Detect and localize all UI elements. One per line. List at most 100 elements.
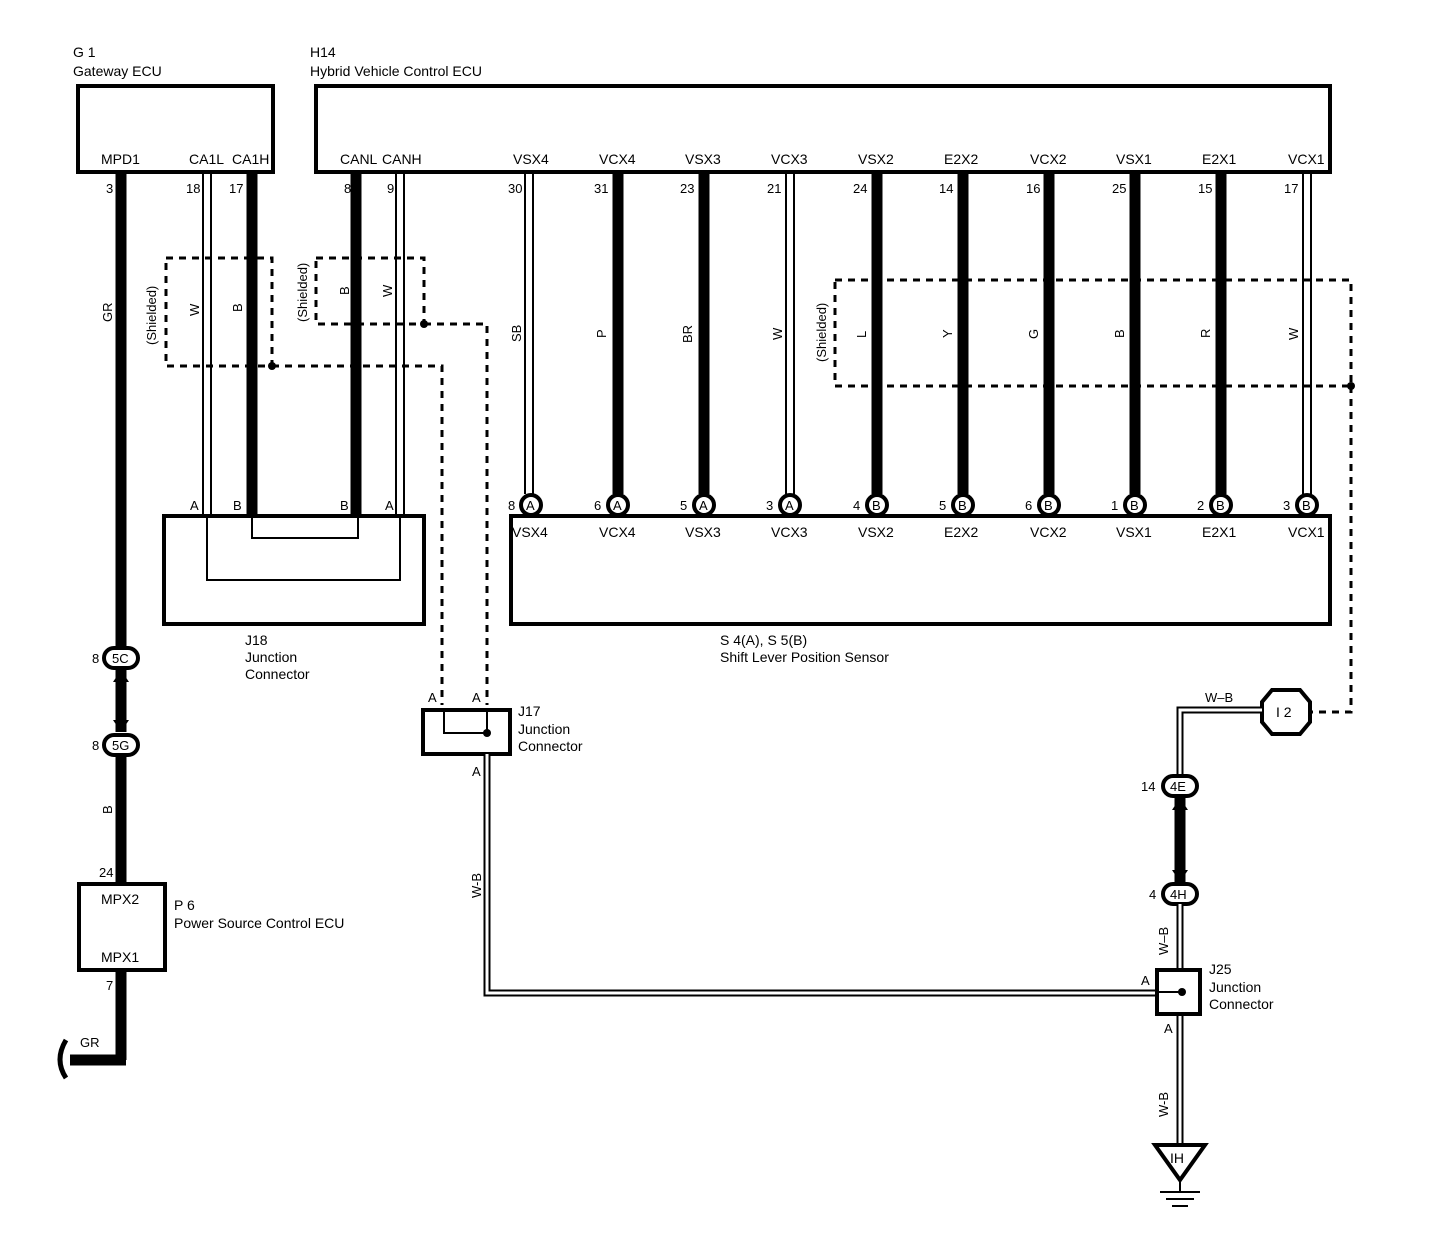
svg-text:A: A — [385, 498, 394, 513]
j25-junction-connector: A A J25 Junction Connector — [1141, 961, 1274, 1036]
svg-text:CANH: CANH — [382, 151, 422, 167]
inline-connector-4h: 4H 4 — [1149, 882, 1199, 906]
svg-text:W–B: W–B — [1205, 690, 1233, 705]
svg-text:6: 6 — [1025, 498, 1032, 513]
svg-text:VCX1: VCX1 — [1288, 151, 1325, 167]
svg-text:E2X1: E2X1 — [1202, 524, 1236, 540]
svg-text:Power Source Control ECU: Power Source Control ECU — [174, 915, 344, 931]
svg-text:A: A — [526, 498, 535, 513]
svg-text:Y: Y — [940, 329, 955, 338]
svg-text:A: A — [1141, 973, 1150, 988]
inline-connector-4e: 4E 14 — [1141, 774, 1199, 798]
svg-text:4H: 4H — [1170, 887, 1187, 902]
svg-text:A: A — [190, 498, 199, 513]
j17-junction-connector: A A A J17 Junction Connector — [421, 690, 583, 779]
svg-text:Junction: Junction — [245, 649, 297, 665]
ground-point-i2: I 2 — [1260, 688, 1312, 736]
svg-text:9: 9 — [387, 181, 394, 196]
g1-code: G 1 — [73, 44, 96, 60]
svg-text:B: B — [340, 498, 349, 513]
svg-text:5: 5 — [939, 498, 946, 513]
shift-lever-position-sensor: S 4(A), S 5(B) Shift Lever Position Sens… — [509, 514, 1332, 665]
inline-connector-5c: 5C 8 — [92, 646, 140, 670]
svg-text:B: B — [958, 498, 967, 513]
svg-text:(Shielded): (Shielded) — [295, 263, 310, 322]
svg-text:J17: J17 — [518, 703, 541, 719]
j18-junction-connector: A B B A J18 Junction Connector — [162, 498, 426, 682]
svg-text:CANL: CANL — [340, 151, 378, 167]
svg-text:Shift Lever Position Sensor: Shift Lever Position Sensor — [720, 649, 889, 665]
svg-text:VSX3: VSX3 — [685, 151, 721, 167]
g1-wires — [115, 172, 258, 648]
svg-text:BR: BR — [680, 325, 695, 343]
svg-text:VCX4: VCX4 — [599, 151, 636, 167]
svg-text:W-B: W-B — [1156, 1092, 1171, 1117]
svg-text:16: 16 — [1026, 181, 1040, 196]
ground-point-ih: IH — [1151, 1143, 1209, 1207]
svg-text:VSX1: VSX1 — [1116, 524, 1152, 540]
svg-text:A: A — [785, 498, 794, 513]
ground-wire-j17-j25: W-B — [469, 754, 1157, 997]
svg-text:3: 3 — [766, 498, 773, 513]
svg-text:5C: 5C — [112, 651, 129, 666]
shield-labels: (Shielded) (Shielded) (Shielded) — [144, 263, 829, 362]
svg-text:S 4(A), S 5(B): S 4(A), S 5(B) — [720, 632, 807, 648]
svg-text:E2X2: E2X2 — [944, 524, 978, 540]
svg-text:A: A — [428, 690, 437, 705]
h14-name: Hybrid Vehicle Control ECU — [310, 63, 482, 79]
svg-text:VCX3: VCX3 — [771, 151, 808, 167]
sensor-connector-pins: A A A A B B B B B B 8 6 5 3 4 5 6 1 2 3 — [508, 493, 1319, 517]
svg-text:MPX2: MPX2 — [101, 891, 139, 907]
svg-text:VCX1: VCX1 — [1288, 524, 1325, 540]
svg-text:VSX1: VSX1 — [1116, 151, 1152, 167]
svg-text:Junction: Junction — [1209, 979, 1261, 995]
svg-text:W: W — [1286, 327, 1301, 340]
svg-text:3: 3 — [1283, 498, 1290, 513]
svg-text:3: 3 — [106, 181, 113, 196]
svg-text:VCX2: VCX2 — [1030, 151, 1067, 167]
svg-text:21: 21 — [767, 181, 781, 196]
svg-text:G: G — [1026, 329, 1041, 339]
svg-text:VSX2: VSX2 — [858, 151, 894, 167]
svg-text:W: W — [187, 303, 202, 316]
svg-text:P: P — [594, 329, 609, 338]
svg-text:W: W — [770, 327, 785, 340]
svg-text:Connector: Connector — [245, 666, 310, 682]
hybrid-ecu-box — [314, 84, 1332, 174]
svg-text:8: 8 — [92, 651, 99, 666]
h14-pins: CANL CANH VSX4 VCX4 VSX3 VCX3 VSX2 E2X2 … — [340, 151, 1325, 196]
svg-text:IH: IH — [1170, 1150, 1184, 1166]
svg-text:B: B — [1044, 498, 1053, 513]
svg-text:VSX2: VSX2 — [858, 524, 894, 540]
svg-text:VCX3: VCX3 — [771, 524, 808, 540]
svg-text:8: 8 — [344, 181, 351, 196]
svg-text:Connector: Connector — [1209, 996, 1274, 1012]
svg-text:MPX1: MPX1 — [101, 949, 139, 965]
h14-code: H14 — [310, 44, 336, 60]
svg-text:6: 6 — [594, 498, 601, 513]
svg-text:B: B — [337, 286, 352, 295]
svg-text:4: 4 — [853, 498, 860, 513]
svg-text:A: A — [472, 764, 481, 779]
svg-text:VCX2: VCX2 — [1030, 524, 1067, 540]
svg-text:W: W — [380, 284, 395, 297]
h14-can-wires — [350, 172, 405, 518]
svg-text:E2X1: E2X1 — [1202, 151, 1236, 167]
power-source-control-ecu: MPX2 MPX1 24 7 P 6 Power Source Control … — [77, 865, 344, 993]
svg-text:31: 31 — [594, 181, 608, 196]
mpx-line: B GR — [57, 668, 129, 1080]
svg-text:8: 8 — [508, 498, 515, 513]
svg-text:5: 5 — [680, 498, 687, 513]
svg-text:30: 30 — [508, 181, 522, 196]
svg-text:W-B: W-B — [469, 873, 484, 898]
g1-name: Gateway ECU — [73, 63, 162, 79]
svg-text:B: B — [230, 303, 245, 312]
svg-text:MPD1: MPD1 — [101, 151, 140, 167]
svg-text:E2X2: E2X2 — [944, 151, 978, 167]
svg-text:1: 1 — [1111, 498, 1118, 513]
svg-text:J25: J25 — [1209, 961, 1232, 977]
wire-color-labels: GR W B B W SB P BR W L Y G B R W — [100, 284, 1301, 343]
svg-text:4: 4 — [1149, 887, 1156, 902]
svg-text:R: R — [1198, 329, 1213, 338]
